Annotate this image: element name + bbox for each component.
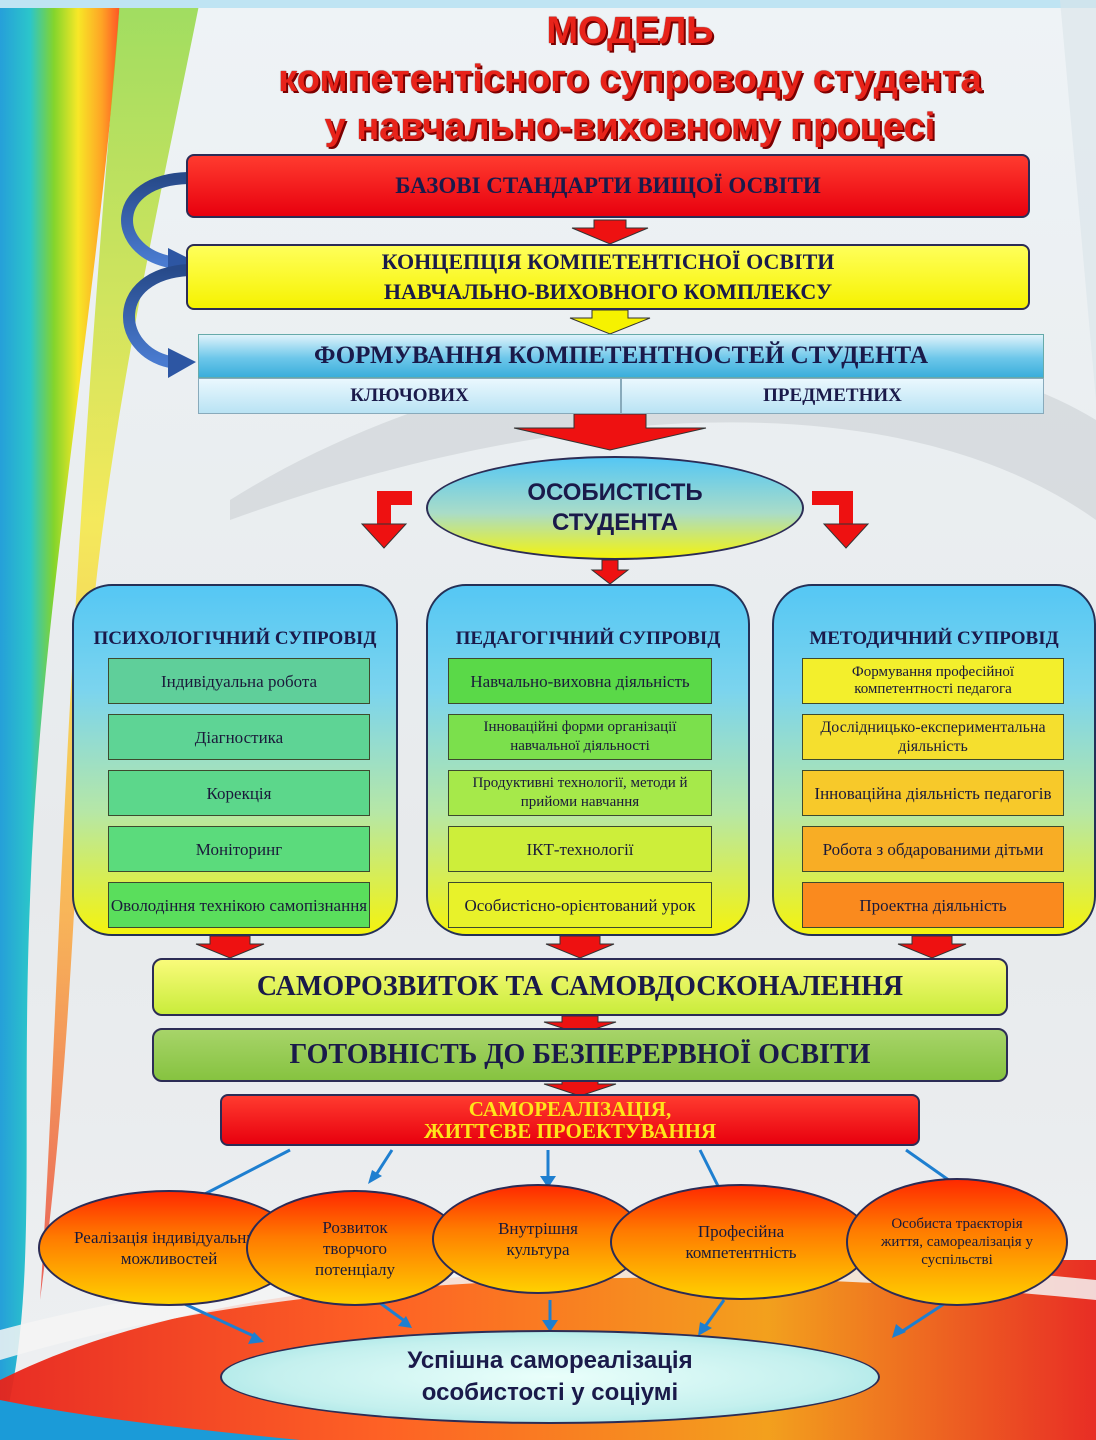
standards-box: БАЗОВІ СТАНДАРТИ ВИЩОЇ ОСВІТИ — [186, 154, 1030, 218]
meth-panel: МЕТОДИЧНИЙ СУПРОВІД Формування професійн… — [772, 584, 1096, 936]
meth-item: Інноваційна діяльність педагогів — [802, 770, 1064, 816]
readiness-bar: ГОТОВНІСТЬ ДО БЕЗПЕРЕРВНОЇ ОСВІТИ — [152, 1028, 1008, 1082]
meth-item: Формування професійної компетентності пе… — [802, 658, 1064, 704]
title-line2: компетентісного супроводу студента — [278, 58, 982, 100]
outcome-ellipse: Особиста траєкторія життя, самореалізаці… — [846, 1178, 1068, 1306]
psych-item: Корекція — [108, 770, 370, 816]
ped-item: Продуктивні технології, методи й прийоми… — [448, 770, 712, 816]
ped-panel-title: ПЕДАГОГІЧНИЙ СУПРОВІД — [455, 628, 721, 649]
self-realization-box: САМОРЕАЛІЗАЦІЯ, ЖИТТЄВЕ ПРОЕКТУВАННЯ — [220, 1094, 920, 1146]
outcome-ellipse: Внутрішня культура — [432, 1184, 644, 1294]
ped-item: Особистісно-орієнтований урок — [448, 882, 712, 928]
ped-item: Інноваційні форми організації навчальної… — [448, 714, 712, 760]
personality-line1: ОСОБИСТІСТЬ — [527, 479, 703, 506]
concept-line2: НАВЧАЛЬНО-ВИХОВНОГО КОМПЛЕКСУ — [383, 279, 833, 304]
psych-panel: ПСИХОЛОГІЧНИЙ СУПРОВІД Індивідуальна роб… — [72, 584, 398, 936]
title-line1: МОДЕЛЬ — [546, 10, 714, 52]
formation-box: ФОРМУВАННЯ КОМПЕТЕНТНОСТЕЙ СТУДЕНТА — [198, 334, 1044, 378]
psych-item: Індивідуальна робота — [108, 658, 370, 704]
self-realization-line2: ЖИТТЄВЕ ПРОЕКТУВАННЯ — [423, 1119, 717, 1143]
ped-panel: ПЕДАГОГІЧНИЙ СУПРОВІД Навчально-виховна … — [426, 584, 750, 936]
meth-panel-title: МЕТОДИЧНИЙ СУПРОВІД — [809, 628, 1059, 649]
psych-item: Моніторинг — [108, 826, 370, 872]
success-ellipse: Успішна самореалізація особистості у соц… — [220, 1330, 880, 1424]
psych-item: Діагностика — [108, 714, 370, 760]
outcome-ellipse: Розвиток творчого потенціалу — [246, 1190, 464, 1306]
meth-item: Робота з обдарованими дітьми — [802, 826, 1064, 872]
personality-line2: СТУДЕНТА — [551, 509, 679, 536]
self-development-bar: САМОРОЗВИТОК ТА САМОВДОСКОНАЛЕННЯ — [152, 958, 1008, 1016]
success-line1: Успішна самореалізація — [407, 1347, 693, 1374]
ped-item: ІКТ-технології — [448, 826, 712, 872]
meth-item: Дослідницько-експериментальна діяльність — [802, 714, 1064, 760]
ped-item: Навчально-виховна діяльність — [448, 658, 712, 704]
psych-panel-title: ПСИХОЛОГІЧНИЙ СУПРОВІД — [93, 628, 377, 649]
concept-box: КОНЦЕПЦІЯ КОМПЕТЕНТІСНОЇ ОСВІТИ НАВЧАЛЬН… — [186, 244, 1030, 310]
key-competencies-box: КЛЮЧОВИХ — [198, 378, 621, 414]
title-line3: у навчально-виховному процесі — [324, 106, 936, 148]
subject-competencies-box: ПРЕДМЕТНИХ — [621, 378, 1044, 414]
psych-item: Оволодіння технікою самопізнання — [108, 882, 370, 928]
outcome-ellipse: Професійна компетентність — [610, 1184, 872, 1300]
success-line2: особистості у соціумі — [421, 1379, 679, 1406]
meth-item: Проектна діяльність — [802, 882, 1064, 928]
self-realization-line1: САМОРЕАЛІЗАЦІЯ, — [468, 1097, 672, 1121]
personality-ellipse: ОСОБИСТІСТЬ СТУДЕНТА — [426, 456, 804, 560]
concept-line1: КОНЦЕПЦІЯ КОМПЕТЕНТІСНОЇ ОСВІТИ — [381, 249, 835, 274]
